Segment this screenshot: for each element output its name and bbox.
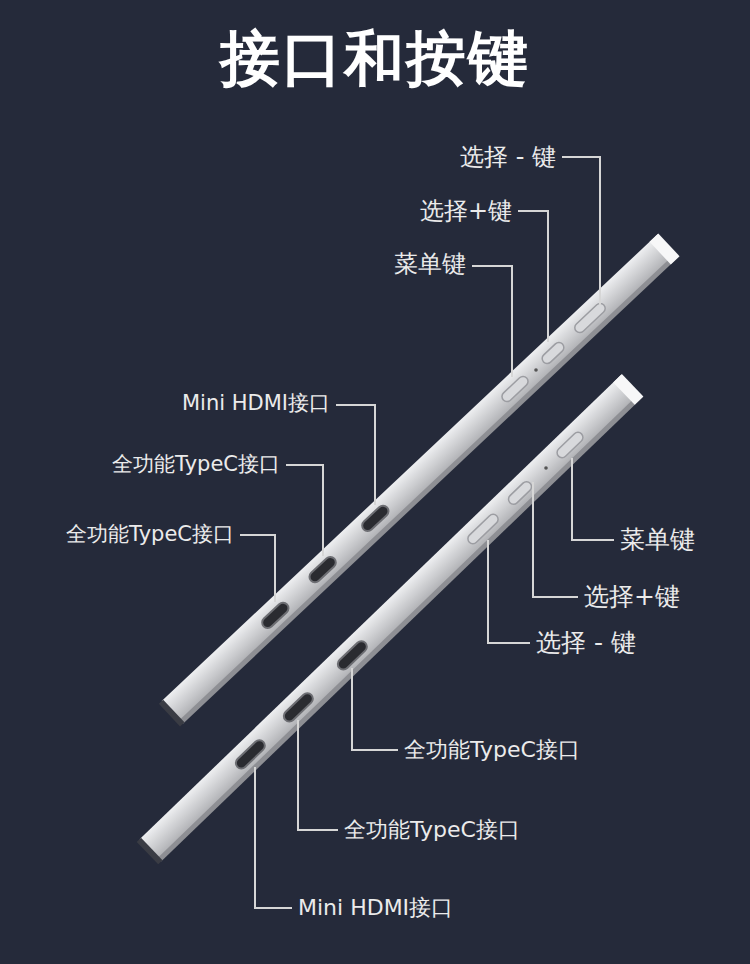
bar-end (613, 374, 643, 405)
page-title: 接口和按键 (0, 22, 750, 94)
callout-label: 全功能TypeC接口 (66, 522, 234, 547)
callout-label: 菜单键 (620, 525, 695, 555)
callout-label: 选择 - 键 (460, 143, 556, 172)
callout-label: 选择+键 (584, 582, 680, 612)
minus-button (466, 512, 500, 546)
indicator-dot (534, 368, 538, 372)
leader-line (572, 458, 614, 540)
leader-line (472, 266, 512, 377)
callout-label: 选择 - 键 (536, 628, 636, 658)
bar-end (137, 838, 163, 864)
plus-button (540, 340, 566, 365)
leader-line (336, 405, 375, 505)
typec-port (307, 555, 338, 585)
plus-button (506, 480, 533, 507)
minus-button (573, 301, 608, 334)
callout-label: Mini HDMI接口 (298, 895, 453, 921)
hdmi-port (234, 738, 268, 771)
callout-label: 选择+键 (420, 197, 512, 226)
bar-face (162, 234, 678, 723)
indicator-dot (544, 466, 548, 470)
callout-label: 全功能TypeC接口 (344, 817, 520, 843)
bar-end (650, 234, 680, 265)
typec-port (336, 639, 370, 672)
ports (234, 503, 391, 770)
leader-line (286, 465, 323, 556)
leader-line (518, 211, 548, 342)
typec-port (260, 600, 291, 630)
leader-line (240, 535, 275, 602)
leader-line (488, 540, 530, 643)
hdmi-port (360, 503, 391, 533)
bar-face (140, 375, 642, 861)
leader-lines (240, 157, 614, 908)
callout-label: Mini HDMI接口 (182, 391, 330, 416)
callout-label: 菜单键 (394, 250, 466, 279)
bar-edge (180, 253, 679, 723)
typec-port (282, 691, 316, 724)
leader-line (352, 668, 398, 750)
buttons (466, 301, 607, 545)
leader-line (533, 482, 578, 597)
monitor-edge (159, 234, 680, 727)
menu-button (500, 374, 530, 403)
callout-label: 全功能TypeC接口 (404, 737, 580, 763)
monitor-edge (137, 374, 644, 864)
menu-button (555, 430, 585, 459)
callout-label: 全功能TypeC接口 (112, 452, 280, 477)
leader-line (298, 720, 338, 830)
bar-end (159, 700, 185, 727)
leader-line (562, 157, 600, 305)
leader-line (255, 767, 292, 908)
